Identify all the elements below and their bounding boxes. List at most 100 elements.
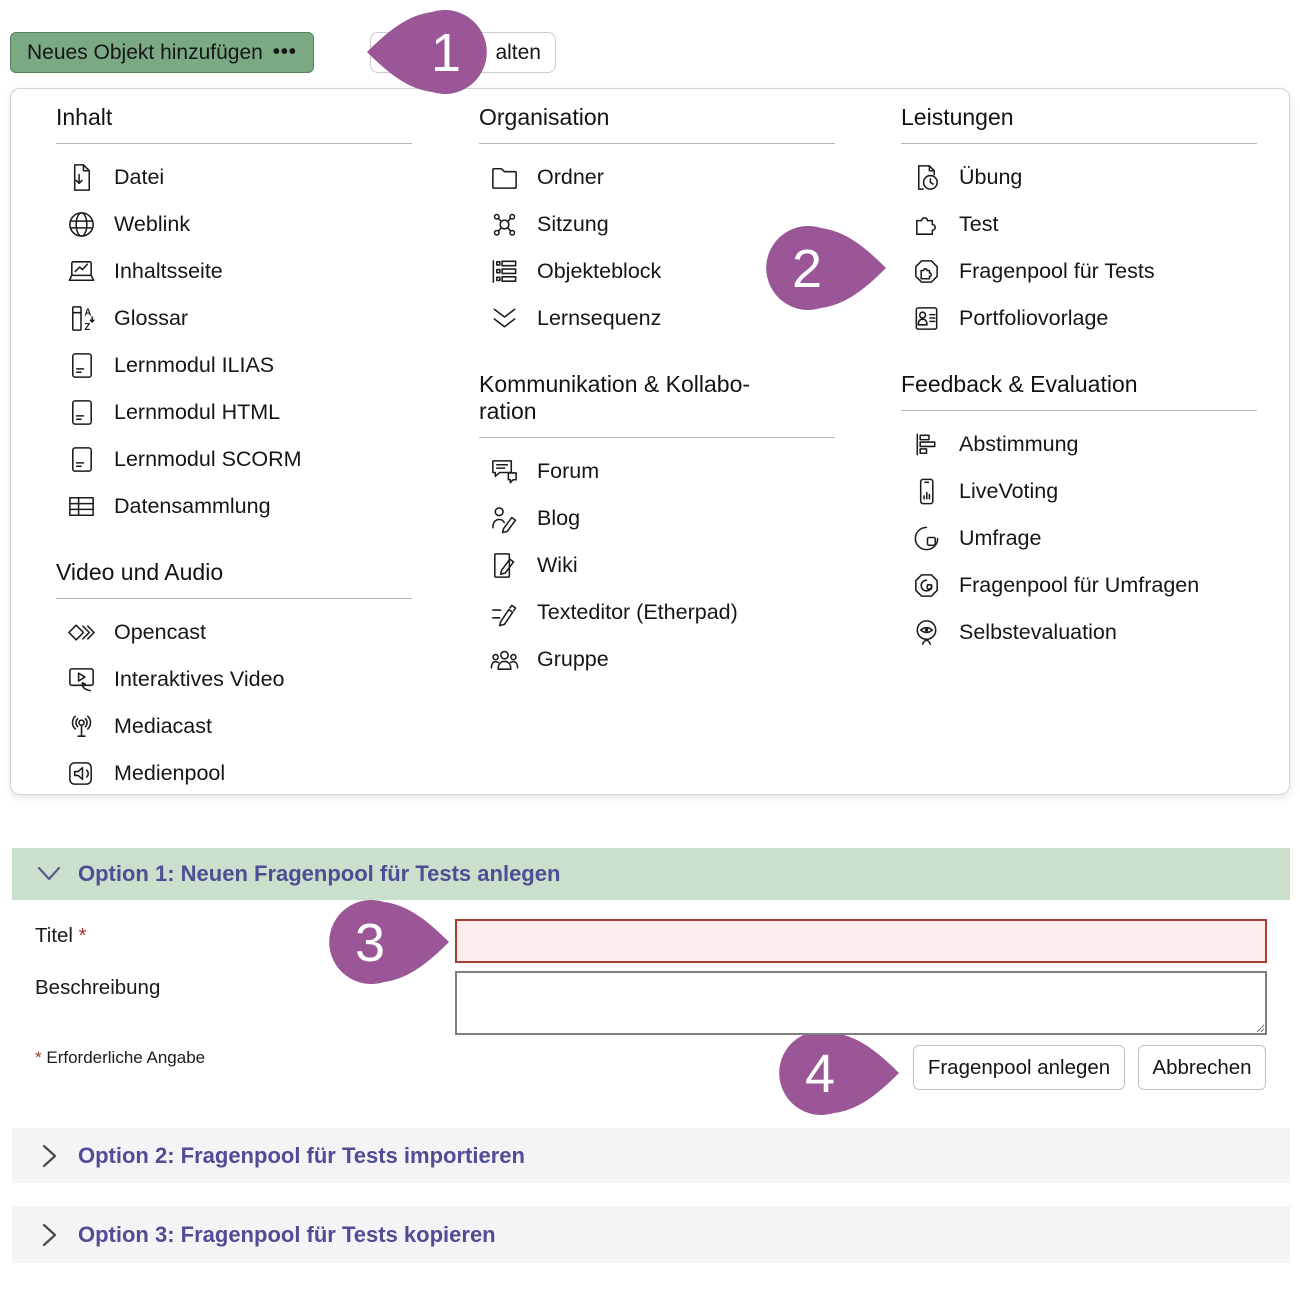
required-asterisk: * bbox=[35, 1048, 42, 1067]
titel-input[interactable] bbox=[455, 919, 1267, 963]
session-network-icon bbox=[493, 213, 516, 236]
menu-item-test[interactable]: Test bbox=[911, 201, 1257, 248]
menu-item-lernsequenz[interactable]: Lernsequenz bbox=[489, 295, 835, 342]
create-question-pool-button[interactable]: Fragenpool anlegen bbox=[913, 1045, 1125, 1090]
section-title-organisation: Organisation bbox=[479, 101, 835, 144]
puzzle-icon bbox=[916, 217, 936, 235]
learning-module-icon bbox=[72, 353, 92, 378]
partially-covered-button[interactable]: alten bbox=[370, 32, 556, 73]
add-new-object-button[interactable]: Neues Objekt hinzufügen ••• bbox=[10, 32, 314, 73]
menu-item-abstimmung[interactable]: Abstimmung bbox=[911, 421, 1257, 468]
option1-accordion-header[interactable]: Option 1: Neuen Fragenpool für Tests anl… bbox=[12, 848, 1290, 900]
callout-3-number: 3 bbox=[355, 913, 385, 973]
section-kommunikation: Kommunikation & Kollabo­ration Forum Blo… bbox=[479, 368, 835, 683]
section-title-video-audio: Video und Audio bbox=[56, 556, 412, 599]
learning-module-icon bbox=[72, 447, 92, 472]
folder-icon bbox=[492, 168, 517, 189]
opencast-diamond-icon bbox=[68, 624, 95, 641]
broadcast-antenna-icon bbox=[71, 715, 92, 737]
puzzle-pool-icon bbox=[915, 260, 938, 283]
callout-3-marker: 3 bbox=[329, 900, 449, 984]
bar-chart-icon bbox=[916, 433, 936, 456]
option2-accordion-header[interactable]: Option 2: Fragenpool für Tests importier… bbox=[12, 1128, 1290, 1183]
file-download-icon bbox=[73, 164, 91, 191]
chevron-down-icon bbox=[37, 866, 61, 881]
double-chevron-down-icon bbox=[493, 308, 516, 328]
page-pencil-icon bbox=[494, 553, 515, 578]
menu-item-lernmodul-html[interactable]: Lernmodul HTML bbox=[66, 389, 412, 436]
glossary-az-icon: AZ bbox=[72, 306, 95, 333]
partially-covered-button-label: alten bbox=[495, 40, 541, 64]
menu-item-umfrage[interactable]: Umfrage bbox=[911, 515, 1257, 562]
menu-item-datei[interactable]: Datei bbox=[66, 154, 412, 201]
phone-chart-icon bbox=[919, 478, 934, 505]
titel-label: Titel * bbox=[35, 924, 87, 947]
chevron-right-icon bbox=[42, 1223, 57, 1246]
menu-item-livevoting[interactable]: LiveVoting bbox=[911, 468, 1257, 515]
pen-writing-icon bbox=[492, 604, 517, 627]
section-title-feedback: Feedback & Evaluation bbox=[901, 368, 1257, 411]
section-video-audio: Video und Audio Opencast Interaktives Vi… bbox=[56, 556, 412, 797]
menu-item-opencast[interactable]: Opencast bbox=[66, 609, 412, 656]
add-new-object-label: Neues Objekt hinzufügen bbox=[27, 40, 263, 64]
callout-4-number: 4 bbox=[805, 1044, 835, 1104]
section-title-inhalt: Inhalt bbox=[56, 101, 412, 144]
section-leistungen: Leistungen Übung Test Fragenpool für Tes… bbox=[901, 101, 1257, 342]
menu-item-weblink[interactable]: Weblink bbox=[66, 201, 412, 248]
person-pencil-icon bbox=[492, 507, 517, 534]
menu-item-gruppe[interactable]: Gruppe bbox=[489, 636, 835, 683]
forum-bubbles-icon bbox=[492, 460, 517, 484]
section-title-leistungen: Leistungen bbox=[901, 101, 1257, 144]
portfolio-card-icon bbox=[915, 307, 938, 330]
menu-item-fragenpool-umfragen[interactable]: Fragenpool für Umfragen bbox=[911, 562, 1257, 609]
menu-item-uebung[interactable]: Übung bbox=[911, 154, 1257, 201]
menu-item-fragenpool-tests[interactable]: Fragenpool für Tests bbox=[911, 248, 1257, 295]
chevron-right-icon bbox=[42, 1144, 57, 1167]
menu-item-objekteblock[interactable]: Objekteblock bbox=[489, 248, 835, 295]
content-page-icon bbox=[68, 261, 95, 281]
globe-icon bbox=[69, 212, 94, 237]
menu-item-inhaltsseite[interactable]: Inhaltsseite bbox=[66, 248, 412, 295]
item-group-list-icon bbox=[492, 260, 517, 283]
menu-item-texteditor[interactable]: Texteditor (Etherpad) bbox=[489, 589, 835, 636]
page-clock-icon bbox=[917, 165, 938, 190]
menu-item-wiki[interactable]: Wiki bbox=[489, 542, 835, 589]
beschreibung-textarea[interactable] bbox=[455, 971, 1267, 1035]
menu-item-interaktives-video[interactable]: Interaktives Video bbox=[66, 656, 412, 703]
cancel-button[interactable]: Abbrechen bbox=[1138, 1045, 1266, 1090]
menu-item-blog[interactable]: Blog bbox=[489, 495, 835, 542]
menu-item-forum[interactable]: Forum bbox=[489, 448, 835, 495]
required-asterisk: * bbox=[78, 924, 87, 947]
menu-item-ordner[interactable]: Ordner bbox=[489, 154, 835, 201]
menu-item-lernmodul-ilias[interactable]: Lernmodul ILIAS bbox=[66, 342, 412, 389]
menu-item-datensammlung[interactable]: Datensammlung bbox=[66, 483, 412, 530]
menu-item-selbstevaluation[interactable]: Selbstevaluation bbox=[911, 609, 1257, 656]
pie-chart-icon bbox=[914, 526, 939, 551]
speaker-icon bbox=[69, 762, 92, 785]
svg-text:A: A bbox=[84, 308, 91, 319]
eye-mirror-icon bbox=[916, 620, 937, 645]
option3-accordion-header[interactable]: Option 3: Fragenpool für Tests kopieren bbox=[12, 1206, 1290, 1263]
option1-title: Option 1: Neuen Fragenpool für Tests anl… bbox=[78, 861, 561, 886]
menu-item-lernmodul-scorm[interactable]: Lernmodul SCORM bbox=[66, 436, 412, 483]
menu-column-leistungen: Leistungen Übung Test Fragenpool für Tes… bbox=[901, 101, 1257, 656]
option2-title: Option 2: Fragenpool für Tests importier… bbox=[78, 1142, 525, 1168]
interactive-video-icon bbox=[69, 668, 94, 692]
required-note: * Erforderliche Angabe bbox=[35, 1048, 206, 1067]
menu-item-mediacast[interactable]: Mediacast bbox=[66, 703, 412, 750]
menu-item-medienpool[interactable]: Medienpool bbox=[66, 750, 412, 797]
callout-4-marker: 4 bbox=[779, 1031, 899, 1115]
menu-item-portfoliovorlage[interactable]: Portfoliovorlage bbox=[911, 295, 1257, 342]
table-grid-icon bbox=[69, 497, 94, 516]
menu-item-sitzung[interactable]: Sitzung bbox=[489, 201, 835, 248]
section-title-kommunikation: Kommunikation & Kollabo­ration bbox=[479, 368, 835, 438]
ellipsis-icon: ••• bbox=[272, 41, 297, 63]
section-feedback: Feedback & Evaluation Abstimmung LiveVot… bbox=[901, 368, 1257, 656]
menu-column-organisation: Organisation Ordner Sitzung Objekteblock… bbox=[479, 101, 835, 683]
option3-title: Option 3: Fragenpool für Tests kopieren bbox=[78, 1221, 496, 1247]
